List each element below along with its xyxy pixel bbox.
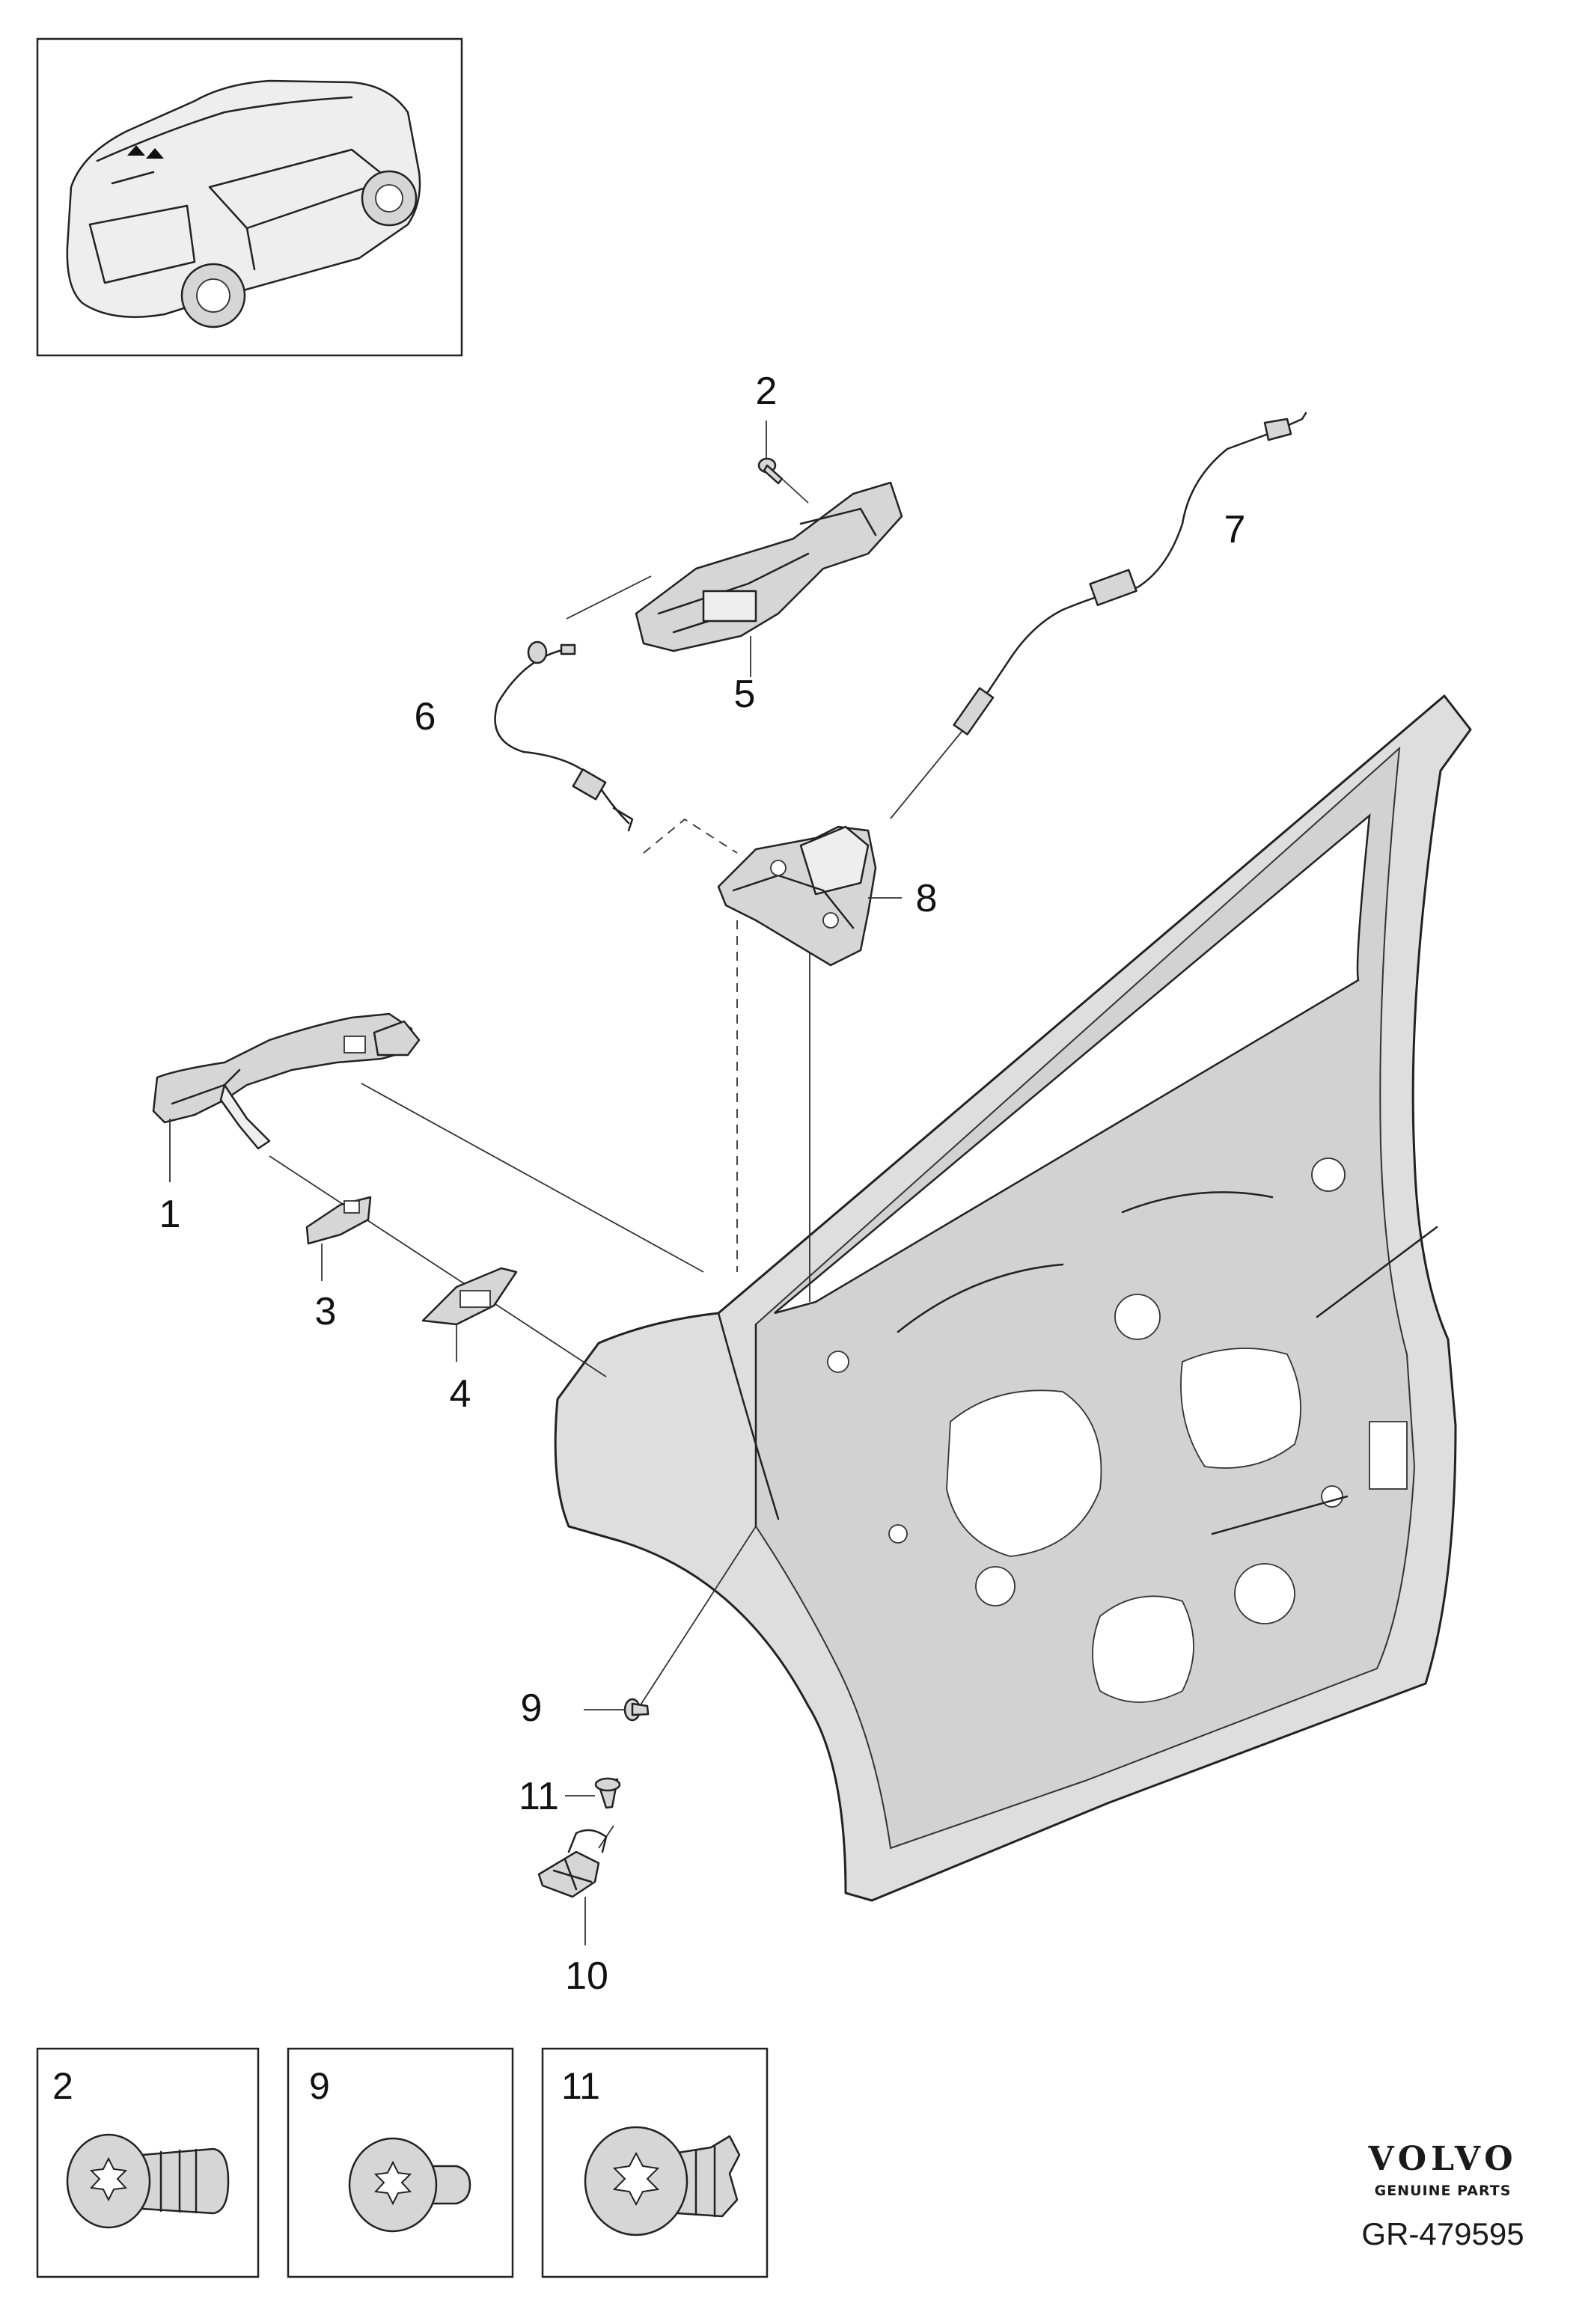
part-1-exterior-handle	[152, 1012, 421, 1182]
callout-1: 1	[159, 1193, 181, 1236]
callout-6: 6	[415, 695, 436, 739]
callout-3: 3	[315, 1290, 337, 1333]
part-5-handle-bracket	[635, 481, 903, 677]
part-4-gasket	[421, 1267, 518, 1362]
callout-5: 5	[734, 673, 756, 716]
torx-clip-screw-icon	[584, 2126, 741, 2236]
detail-box-2: 2	[36, 2047, 260, 2278]
callout-8: 8	[916, 877, 938, 920]
part-9-screw	[584, 1698, 650, 1722]
brand-logo: VOLVO	[1367, 2140, 1517, 2178]
part-8-door-lock	[717, 825, 902, 967]
callout-2: 2	[756, 370, 778, 413]
detail-box-11-label: 11	[561, 2065, 600, 2107]
part-11-screw	[565, 1777, 621, 1809]
rear-door-shell	[554, 694, 1472, 1902]
callout-7: 7	[1224, 508, 1246, 551]
callout-10: 10	[565, 1954, 608, 1998]
callout-11: 11	[519, 1775, 559, 1818]
brand-tagline: GENUINE PARTS	[1375, 2183, 1512, 2199]
part-2-screw	[757, 421, 809, 504]
diagram-code: GR-479595	[1361, 2216, 1524, 2251]
callout-4: 4	[450, 1372, 471, 1416]
detail-box-2-label: 2	[52, 2065, 73, 2107]
detail-box-9: 9	[287, 2047, 514, 2278]
part-3-handle-cap	[305, 1196, 372, 1281]
car-outline-icon	[66, 79, 421, 328]
part-6-cable	[494, 640, 634, 832]
detail-box-11: 11	[541, 2047, 769, 2278]
torx-screw-icon	[66, 2133, 230, 2229]
callout-labels: 2 5 6 7 8 1 3 4 9 11 10	[159, 370, 1246, 1998]
volvo-brand-block: VOLVO GENUINE PARTS GR-479595	[1361, 2140, 1524, 2251]
callout-9: 9	[521, 1687, 543, 1730]
part-7-cable	[953, 412, 1307, 736]
leader-lines	[269, 575, 989, 1849]
part-10-striker	[537, 1829, 608, 1945]
torx-screw-icon	[348, 2137, 471, 2233]
detail-box-9-label: 9	[309, 2065, 330, 2107]
vehicle-locator-thumbnail	[36, 37, 463, 357]
door-access-holes	[827, 1158, 1408, 1703]
